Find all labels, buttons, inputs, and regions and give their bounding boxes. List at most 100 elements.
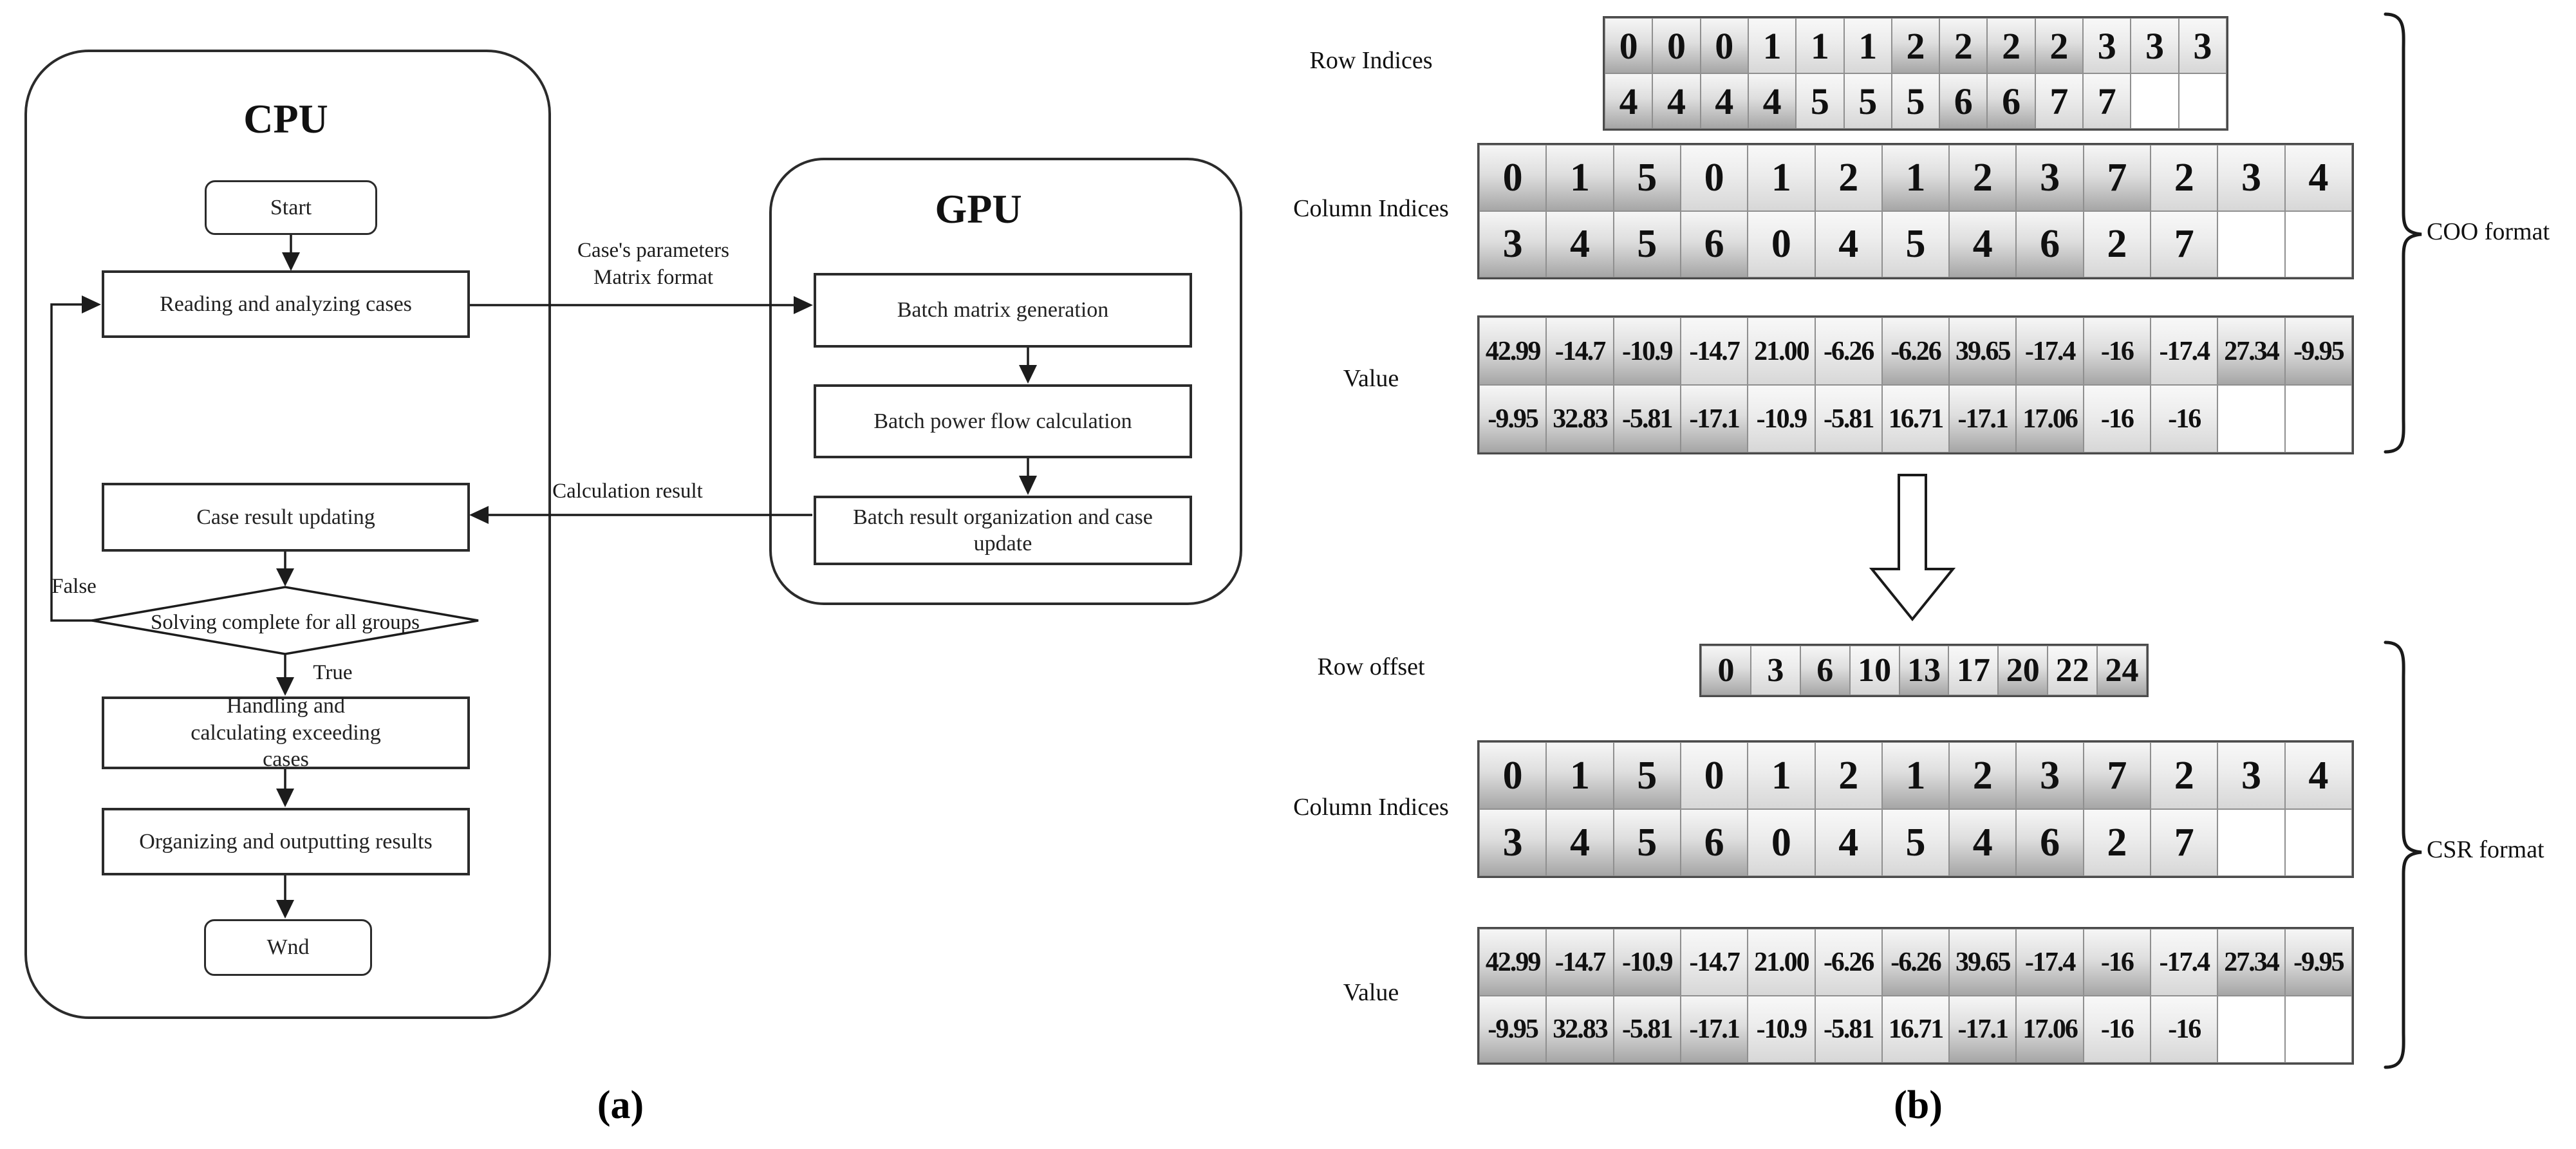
table-cell: -10.9: [1748, 996, 1815, 1063]
edge-params-label: Case's parameters Matrix format: [541, 237, 766, 291]
table-cell: 27.34: [2217, 317, 2285, 385]
table-cell: -16: [2151, 996, 2218, 1063]
table-cell: 5: [1881, 211, 1950, 277]
table-cell: 3: [2217, 742, 2285, 809]
arrowhead-icons: [82, 252, 1037, 919]
table-cell: 17: [1948, 646, 1999, 695]
table-cell: -9.95: [2284, 929, 2352, 996]
row-offset-label: Row offset: [1317, 653, 1425, 680]
table-cell: -17.4: [2151, 317, 2218, 385]
table-cell: 39.65: [1949, 929, 2017, 996]
table-cell: 16.71: [1881, 385, 1950, 453]
table-cell: [2217, 385, 2285, 453]
edge-params-line1: Case's parameters: [577, 239, 729, 262]
table-cell: 1: [1546, 742, 1614, 809]
table-cell: [2131, 73, 2179, 129]
table-cell: 21.00: [1748, 317, 1815, 385]
table-cell: -17.1: [1680, 385, 1748, 453]
table-cell: -6.26: [1815, 929, 1882, 996]
table-cell: -14.7: [1680, 929, 1748, 996]
table-cell: 2: [2083, 809, 2151, 876]
table-cell: 17.06: [2016, 385, 2084, 453]
table-cell: 2: [2035, 18, 2084, 73]
end-label: Wnd: [266, 935, 310, 960]
table-cell: 32.83: [1546, 996, 1614, 1063]
table-cell: -16: [2151, 385, 2218, 453]
start-node: Start: [205, 180, 377, 235]
table-cell: 0: [1605, 18, 1653, 73]
gpu-title: GPU: [935, 186, 1022, 232]
table-cell: 4: [1652, 73, 1701, 129]
cpu-title: CPU: [243, 96, 328, 142]
table-cell: 20: [1998, 646, 2048, 695]
reading-label: Reading and analyzing cases: [160, 292, 412, 316]
table-cell: -17.1: [1949, 385, 2017, 453]
table-cell: -14.7: [1546, 317, 1614, 385]
table-cell: -9.95: [1479, 385, 1547, 453]
table-cell: 4: [2284, 145, 2352, 211]
table-cell: 17.06: [2016, 996, 2084, 1063]
table-cell: [2217, 211, 2285, 277]
organizing-node: Organizing and outputting results: [102, 808, 470, 875]
table-cell: 1: [1748, 18, 1797, 73]
table-cell: -17.4: [2016, 317, 2084, 385]
table-cell: 6: [1939, 73, 1988, 129]
batch-result-label: Batch result organization and case updat…: [853, 505, 1153, 556]
table-cell: 4: [1605, 73, 1653, 129]
row-indices-label: Row Indices: [1309, 47, 1433, 74]
table-cell: 4: [1815, 211, 1882, 277]
table-cell: 5: [1891, 73, 1940, 129]
table-cell: 3: [2131, 18, 2179, 73]
table-cell: 1: [1881, 742, 1950, 809]
table-cell: 4: [1748, 73, 1797, 129]
table-cell: 2: [1815, 145, 1882, 211]
table-cell: 13: [1899, 646, 1949, 695]
table-cell: 1: [1843, 18, 1892, 73]
reading-node: Reading and analyzing cases: [102, 270, 470, 338]
table-cell: 42.99: [1479, 317, 1547, 385]
coo-value-label: Value: [1343, 365, 1399, 392]
table-cell: -9.95: [1479, 996, 1547, 1063]
coo-column-indices-label: Column Indices: [1293, 195, 1449, 222]
table-cell: -10.9: [1613, 317, 1681, 385]
table-cell: 16.71: [1881, 996, 1950, 1063]
batch-power-node: Batch power flow calculation: [814, 384, 1192, 458]
cpu-container: [24, 50, 551, 1019]
start-label: Start: [270, 195, 312, 220]
table-cell: [2284, 809, 2352, 876]
gpu-container: [769, 158, 1242, 605]
table-cell: 7: [2035, 73, 2084, 129]
table-cell: -5.81: [1613, 996, 1681, 1063]
table-cell: 6: [2016, 211, 2084, 277]
table-cell: [2178, 73, 2226, 129]
caption-a: (a): [597, 1083, 644, 1127]
table-cell: 27.34: [2217, 929, 2285, 996]
table-cell: 7: [2151, 211, 2218, 277]
table-cell: 3: [1479, 211, 1547, 277]
table-cell: 39.65: [1949, 317, 2017, 385]
csr-format-label: CSR format: [2427, 836, 2544, 863]
table-cell: -17.4: [2016, 929, 2084, 996]
table-cell: 10: [1849, 646, 1899, 695]
table-cell: 3: [2217, 145, 2285, 211]
table-cell: 5: [1613, 145, 1681, 211]
coo-to-csr-arrow-icon: [1869, 474, 1956, 622]
table-cell: -16: [2083, 317, 2151, 385]
table-cell: 6: [1680, 809, 1748, 876]
caption-b: (b): [1894, 1083, 1943, 1127]
table-cell: 4: [1546, 809, 1614, 876]
table-cell: 3: [2016, 145, 2084, 211]
table-cell: 4: [1546, 211, 1614, 277]
table-cell: 2: [1987, 18, 2035, 73]
table-cell: 5: [1613, 809, 1681, 876]
table-cell: 6: [1800, 646, 1850, 695]
edge-params-line2: Matrix format: [593, 266, 714, 290]
table-cell: 2: [1949, 145, 2017, 211]
table-cell: 2: [1949, 742, 2017, 809]
table-cell: 6: [1987, 73, 2035, 129]
table-cell: 42.99: [1479, 929, 1547, 996]
